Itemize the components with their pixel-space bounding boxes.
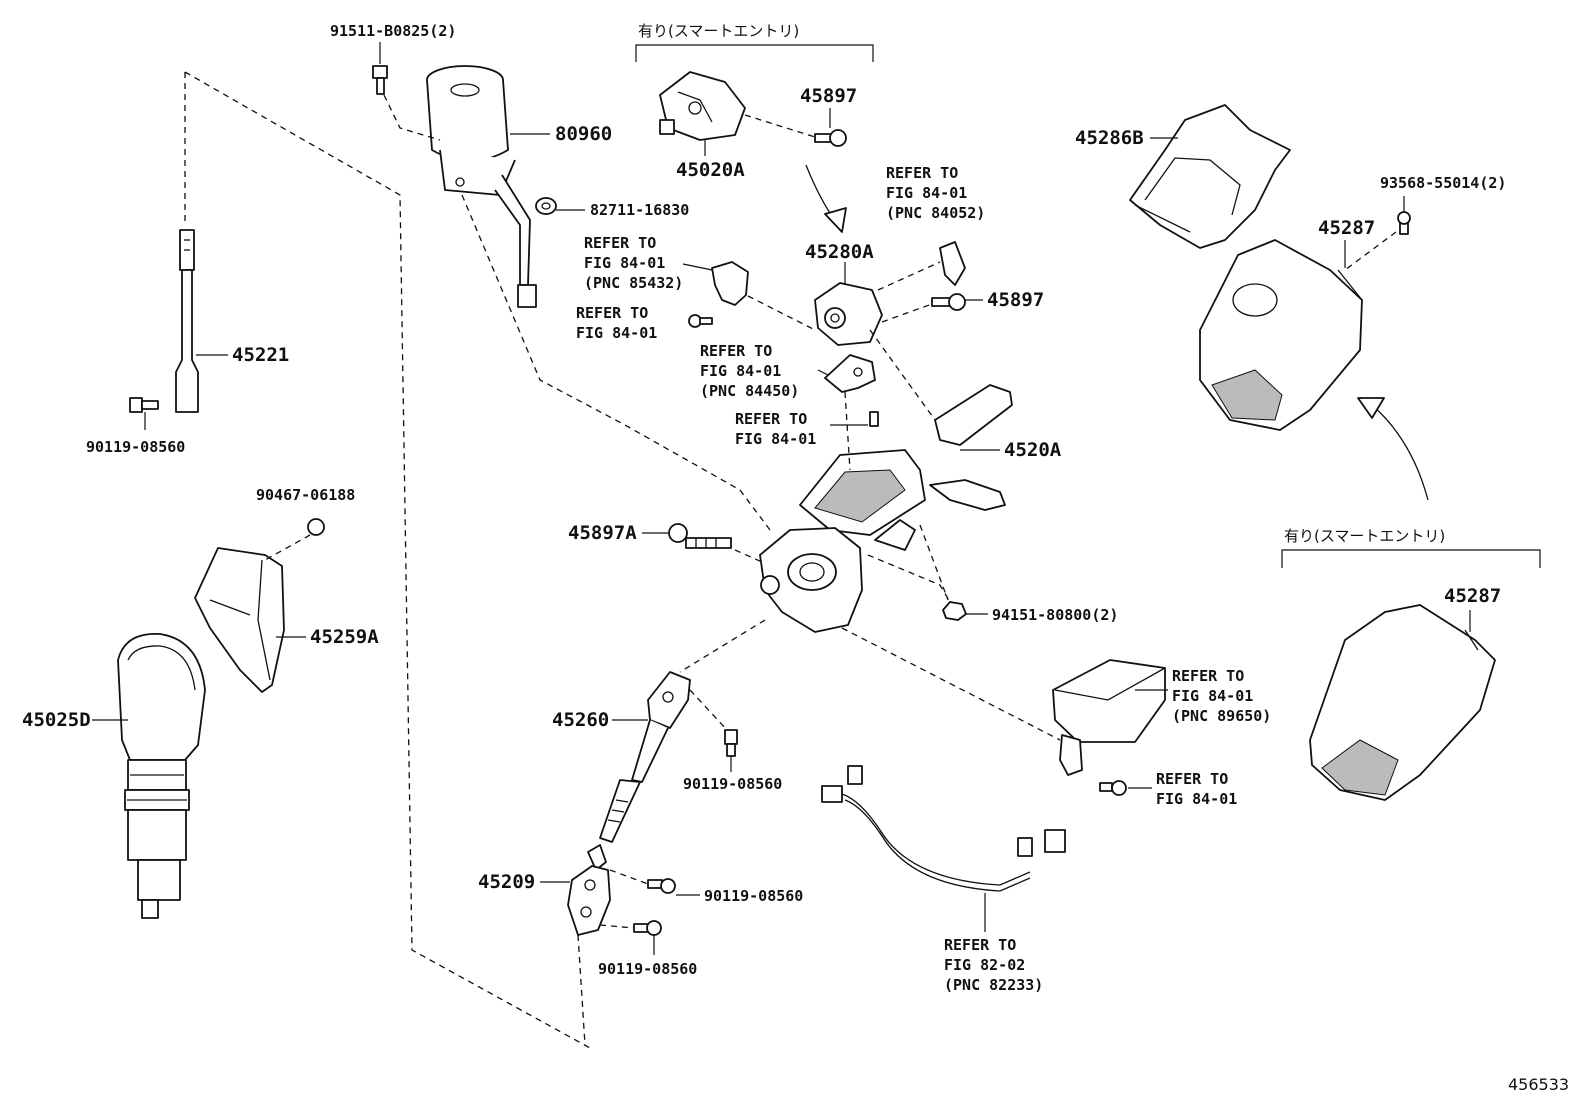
label-45897-mid: 45897	[987, 289, 1044, 311]
label-45221: 45221	[232, 344, 289, 366]
screw-ref-84-01-b[interactable]	[869, 411, 879, 427]
part-45287-lower-cover-top[interactable]	[1199, 239, 1363, 431]
label-ref-84-01-c-line1: REFER TO	[1156, 770, 1228, 788]
label-90119-d: 90119-08560	[598, 960, 697, 978]
label-45025D: 45025D	[22, 709, 91, 731]
label-45260: 45260	[552, 709, 609, 731]
part-4520A-steering-column[interactable]	[759, 384, 1013, 633]
label-90119-c: 90119-08560	[704, 887, 803, 905]
bolt-90119-d[interactable]	[633, 920, 662, 936]
label-90119-a: 90119-08560	[86, 438, 185, 456]
label-45287-top: 45287	[1318, 217, 1375, 239]
label-90119-b: 90119-08560	[683, 775, 782, 793]
label-45897-top: 45897	[800, 85, 857, 107]
label-45280A: 45280A	[805, 241, 874, 263]
label-45286B: 45286B	[1075, 127, 1144, 149]
label-ref-89650-line3: (PNC 89650)	[1172, 707, 1271, 725]
part-ecu-89650[interactable]	[1052, 659, 1166, 776]
screw-ref-84-01-a[interactable]	[688, 314, 713, 328]
label-ref-84450-line3: (PNC 84450)	[700, 382, 799, 400]
smart-entry-bracket-top	[635, 44, 874, 62]
label-80960: 80960	[555, 123, 612, 145]
label-ref-84-01-a-line1: REFER TO	[576, 304, 648, 322]
part-45020A-lock[interactable]	[659, 71, 746, 141]
label-ref-84052-line3: (PNC 84052)	[886, 204, 985, 222]
label-ref-85432-line2: FIG 84-01	[584, 254, 665, 272]
part-sensor-84052[interactable]	[939, 241, 966, 286]
label-ref-84-01-a-line2: FIG 84-01	[576, 324, 657, 342]
part-45280A-switch[interactable]	[814, 282, 883, 346]
label-ref-82233-line1: REFER TO	[944, 936, 1016, 954]
nut-94151[interactable]	[942, 601, 967, 621]
label-ref-85432-line1: REFER TO	[584, 234, 656, 252]
label-90467: 90467-06188	[256, 486, 355, 504]
label-ref-89650-line1: REFER TO	[1172, 667, 1244, 685]
bolt-90119-c[interactable]	[647, 878, 676, 894]
label-45897A: 45897A	[568, 522, 637, 544]
bolt-91511[interactable]	[372, 65, 388, 95]
screw-93568[interactable]	[1397, 211, 1411, 235]
label-45209: 45209	[478, 871, 535, 893]
label-ref-82233-line2: FIG 82-02	[944, 956, 1025, 974]
label-ref-84450-line2: FIG 84-01	[700, 362, 781, 380]
screw-ref-84-01-c[interactable]	[1099, 780, 1127, 796]
assembly-boundary-dashed	[184, 71, 591, 1049]
nut-90467[interactable]	[307, 518, 325, 536]
part-45025D-boot[interactable]	[117, 633, 206, 919]
part-bracket-84450[interactable]	[824, 354, 876, 393]
part-45209-universal-joint[interactable]	[567, 844, 611, 936]
bolt-45897-top[interactable]	[814, 129, 847, 147]
label-ref-84450-line1: REFER TO	[700, 342, 772, 360]
label-4520A: 4520A	[1004, 439, 1062, 461]
label-ref-84-01-b-line2: FIG 84-01	[735, 430, 816, 448]
label-ref-89650-line2: FIG 84-01	[1172, 687, 1253, 705]
label-ref-85432-line3: (PNC 85432)	[584, 274, 683, 292]
label-91511: 91511-B0825(2)	[330, 22, 456, 40]
clamp-82711[interactable]	[535, 197, 557, 215]
label-93568: 93568-55014(2)	[1380, 174, 1506, 192]
part-45260-intermediate-shaft[interactable]	[599, 671, 691, 843]
label-ref-84052-line1: REFER TO	[886, 164, 958, 182]
label-ref-84-01-c-line2: FIG 84-01	[1156, 790, 1237, 808]
smart-entry-bracket-bottom	[1281, 549, 1541, 568]
label-45259A: 45259A	[310, 626, 379, 648]
diagram-id: 456533	[1508, 1075, 1569, 1094]
label-ref-82233-line3: (PNC 82233)	[944, 976, 1043, 994]
bolt-45897A[interactable]	[668, 523, 732, 549]
part-sensor-85432[interactable]	[711, 261, 749, 306]
part-80960-motor[interactable]	[426, 65, 537, 308]
label-45287-bottom: 45287	[1444, 585, 1501, 607]
label-45020A: 45020A	[676, 159, 745, 181]
bolt-90119-a[interactable]	[129, 397, 159, 413]
label-smart-bottom: 有り(スマートエントリ)	[1284, 527, 1445, 545]
bolt-45897-mid[interactable]	[931, 293, 966, 311]
part-45287-lower-cover-bottom[interactable]	[1309, 604, 1496, 801]
part-wire-harness-82233[interactable]	[821, 765, 1066, 892]
label-smart-top: 有り(スマートエントリ)	[638, 22, 799, 40]
part-45286B-upper-cover[interactable]	[1129, 104, 1291, 249]
label-ref-84052-line2: FIG 84-01	[886, 184, 967, 202]
label-82711: 82711-16830	[590, 201, 689, 219]
label-94151: 94151-80800(2)	[992, 606, 1118, 624]
part-45221-shaft[interactable]	[175, 229, 199, 413]
bolt-90119-b[interactable]	[724, 729, 738, 757]
part-45259A-cover[interactable]	[194, 547, 285, 693]
label-ref-84-01-b-line1: REFER TO	[735, 410, 807, 428]
assembly-arrow-right	[1371, 404, 1429, 501]
